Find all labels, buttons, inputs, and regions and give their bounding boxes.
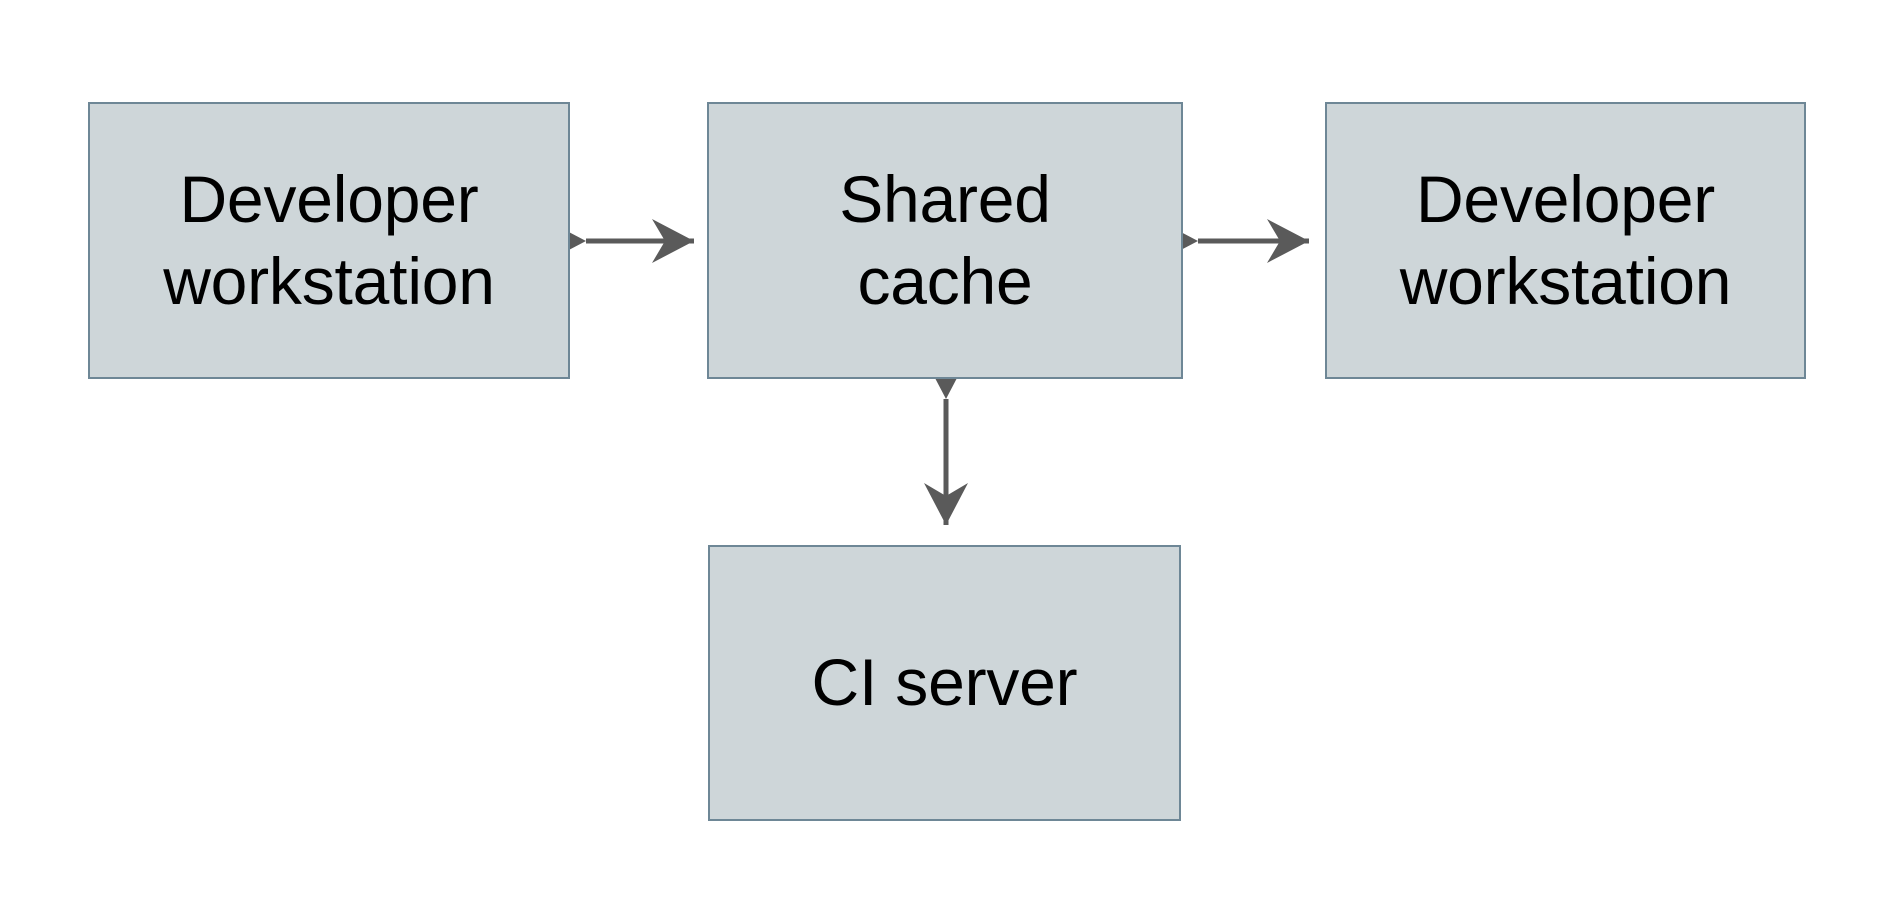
node-dev-workstation-left[interactable]: Developer workstation: [88, 102, 570, 379]
edge-left-workstation-to-cache: [544, 211, 720, 271]
edge-cache-to-right-workstation: [1156, 211, 1335, 271]
node-ci-server[interactable]: CI server: [708, 545, 1181, 821]
edge-cache-to-ci-server: [916, 357, 976, 552]
node-label-shared-cache: Shared cache: [839, 161, 1051, 318]
node-shared-cache[interactable]: Shared cache: [707, 102, 1183, 379]
node-dev-workstation-right[interactable]: Developer workstation: [1325, 102, 1806, 379]
node-label-dev-workstation-right: Developer workstation: [1399, 161, 1732, 318]
node-label-ci-server: CI server: [811, 645, 1078, 720]
node-label-dev-workstation-left: Developer workstation: [163, 161, 495, 318]
